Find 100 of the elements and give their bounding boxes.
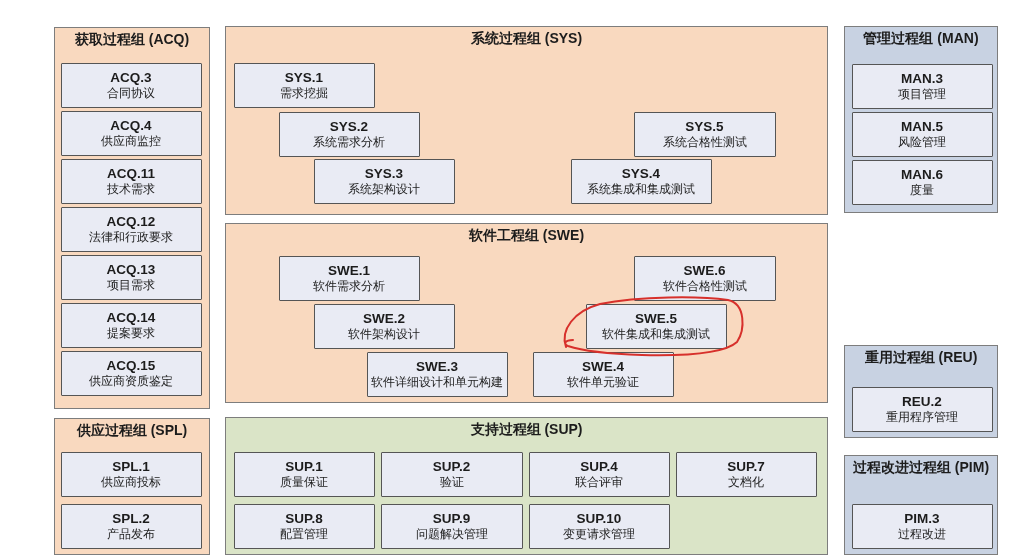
process-name: 系统需求分析 — [313, 134, 385, 150]
process-name: 技术需求 — [107, 181, 155, 197]
process-name: 文档化 — [728, 474, 764, 490]
process-id: SPL.1 — [112, 458, 150, 475]
process-name: 软件单元验证 — [567, 374, 639, 390]
process-name: 项目需求 — [107, 277, 155, 293]
process-id: SWE.1 — [328, 262, 370, 279]
process-name: 系统架构设计 — [348, 181, 420, 197]
process-name: 需求挖掘 — [280, 85, 328, 101]
process-name: 软件需求分析 — [313, 278, 385, 294]
group-title: 重用过程组 (REU) — [864, 349, 978, 366]
process-id: SPL.2 — [112, 510, 150, 527]
process-id: SYS.1 — [284, 69, 324, 86]
process-id: SUP.9 — [432, 510, 471, 527]
process-id: SUP.7 — [727, 458, 765, 475]
process-id: SUP.1 — [285, 458, 323, 475]
process-id: SUP.2 — [432, 458, 471, 475]
process-name: 软件合格性测试 — [662, 278, 747, 294]
process-name: 系统合格性测试 — [662, 134, 747, 150]
process-group-panel — [844, 345, 998, 438]
process-id: ACQ.11 — [107, 165, 155, 182]
process-box — [851, 111, 993, 157]
process-name: 问题解决管理 — [415, 526, 488, 542]
process-box — [851, 503, 993, 549]
process-id: REU.2 — [902, 393, 942, 410]
process-box — [278, 255, 420, 301]
process-name: 过程改进 — [898, 526, 946, 542]
process-id: SYS.5 — [685, 118, 724, 135]
process-box — [60, 158, 202, 204]
process-name: 提案要求 — [107, 325, 155, 341]
process-name: 供应商监控 — [101, 133, 161, 149]
process-box — [60, 451, 202, 497]
process-group-panel — [225, 417, 828, 555]
process-box — [528, 503, 670, 549]
process-box — [60, 302, 202, 348]
process-box — [60, 206, 202, 252]
group-title: 管理过程组 (MAN) — [863, 30, 979, 47]
process-id: ACQ.4 — [110, 117, 152, 134]
process-box — [278, 111, 420, 157]
process-box — [233, 62, 375, 108]
process-id: SUP.10 — [576, 510, 622, 527]
process-id: SYS.3 — [364, 165, 404, 182]
process-name: 配置管理 — [280, 526, 328, 542]
process-box — [233, 451, 375, 497]
process-box — [380, 503, 523, 549]
process-box — [570, 158, 712, 204]
process-name: 验证 — [439, 474, 464, 490]
process-box — [313, 303, 455, 349]
process-id: SUP.4 — [580, 458, 618, 475]
process-box — [851, 386, 993, 432]
group-title: 获取过程组 (ACQ) — [74, 31, 190, 48]
process-box — [366, 351, 508, 397]
process-name: 供应商投标 — [101, 474, 161, 490]
process-name: 风险管理 — [898, 134, 946, 150]
process-id: ACQ.3 — [110, 69, 152, 86]
process-id: SUP.8 — [285, 510, 323, 527]
process-id: SWE.3 — [416, 358, 458, 375]
process-group-panel — [225, 223, 828, 403]
process-name: 软件架构设计 — [348, 326, 420, 342]
process-box — [60, 503, 202, 549]
process-box — [633, 111, 776, 157]
process-id: ACQ.15 — [106, 357, 156, 374]
process-name: 度量 — [910, 182, 934, 198]
group-title: 供应过程组 (SPL) — [76, 422, 188, 439]
process-id: SYS.2 — [329, 118, 369, 135]
process-id: MAN.6 — [901, 166, 943, 183]
process-name: 产品发布 — [107, 526, 155, 542]
process-name: 变更请求管理 — [563, 526, 635, 542]
process-group-panel — [54, 418, 210, 555]
process-box — [851, 63, 993, 109]
process-name: 质量保证 — [280, 474, 328, 490]
process-box — [528, 451, 670, 497]
process-id: ACQ.14 — [106, 309, 156, 326]
process-box — [60, 350, 202, 396]
process-box — [633, 255, 776, 301]
process-box — [380, 451, 523, 497]
process-id: SWE.5 — [635, 310, 677, 327]
process-name: 供应商资质鉴定 — [89, 373, 173, 389]
process-box — [532, 351, 674, 397]
process-name: 法律和行政要求 — [89, 229, 173, 245]
process-id: MAN.5 — [901, 118, 943, 135]
group-title: 系统过程组 (SYS) — [470, 30, 583, 47]
process-name: 联合评审 — [575, 474, 623, 490]
process-group-panel — [844, 26, 998, 213]
process-id: SWE.2 — [363, 310, 405, 327]
process-id: SWE.4 — [582, 358, 624, 375]
process-box — [60, 62, 202, 108]
process-name: 软件详细设计和单元构建 — [371, 374, 503, 390]
process-box — [233, 503, 375, 549]
process-name: 合同协议 — [107, 85, 155, 101]
group-title: 过程改进过程组 (PIM) — [852, 459, 990, 476]
process-group-panel — [844, 455, 998, 555]
process-box — [60, 110, 202, 156]
process-id: SWE.6 — [683, 262, 726, 279]
group-title: 软件工程组 (SWE) — [468, 227, 585, 244]
process-group-panel — [54, 27, 210, 409]
process-id: ACQ.12 — [106, 213, 156, 230]
group-title: 支持过程组 (SUP) — [470, 421, 583, 438]
process-name: 系统集成和集成测试 — [587, 181, 695, 197]
process-id: MAN.3 — [901, 70, 943, 87]
